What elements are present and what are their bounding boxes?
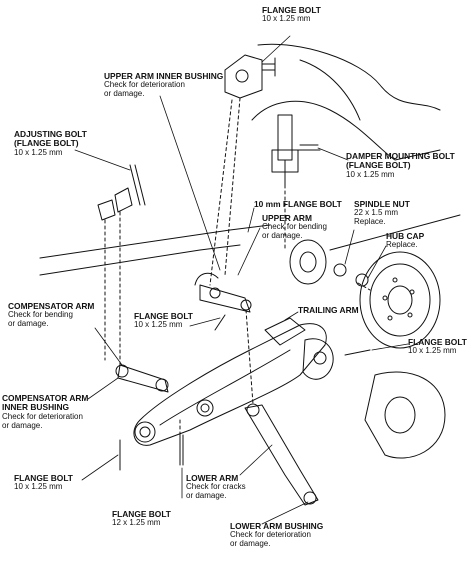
upper-arm-shape <box>194 272 252 313</box>
label-compensator-arm: COMPENSATOR ARM Check for bending or dam… <box>8 301 95 329</box>
label-trailing-arm: TRAILING ARM <box>298 305 359 315</box>
label-lower-arm-bushing: LOWER ARM BUSHING Check for deterioratio… <box>230 521 324 549</box>
label-title: DAMPER MOUNTING BOLT <box>346 151 455 161</box>
bolt-glyphs <box>119 314 371 471</box>
label-line: Replace. <box>386 240 418 250</box>
trailing-arm-shape <box>133 317 327 446</box>
knuckle <box>302 338 334 380</box>
label-hub-cap: HUB CAP Replace. <box>386 231 425 250</box>
label-flange-bolt-mid: FLANGE BOLT 10 x 1.25 mm <box>134 311 193 330</box>
backing-plate <box>364 371 446 459</box>
label-line: INNER BUSHING <box>2 402 70 413</box>
label-line: Check for cracks <box>186 482 246 492</box>
label-line: or damage. <box>8 319 49 329</box>
label-line: 10 x 1.25 mm <box>14 482 63 492</box>
label-line: 22 x 1.5 mm <box>354 208 399 218</box>
label-damper-mounting-bolt: DAMPER MOUNTING BOLT (FLANGE BOLT) 10 x … <box>346 151 455 180</box>
compensator-arm-shape <box>115 364 169 393</box>
label-title: FLANGE BOLT <box>262 5 321 15</box>
body-panel-outline <box>39 43 461 276</box>
label-adjusting-bolt: ADJUSTING BOLT (FLANGE BOLT) 10 x 1.25 m… <box>14 129 87 158</box>
label-line: or damage. <box>230 539 271 549</box>
damper-assembly <box>271 114 321 186</box>
label-flange-bolt-right: FLANGE BOLT 10 x 1.25 mm <box>408 337 467 356</box>
label-flange-bolt-top: FLANGE BOLT 10 x 1.25 mm <box>262 5 321 24</box>
label-title: COMPENSATOR ARM <box>8 301 95 311</box>
label-line: 10 x 1.25 mm <box>346 169 395 179</box>
label-line: (FLANGE BOLT) <box>346 160 411 171</box>
label-flange-bolt-bottom-left: FLANGE BOLT 10 x 1.25 mm <box>14 473 73 492</box>
label-title: LOWER ARM BUSHING <box>230 521 324 531</box>
label-upper-arm-inner-bushing: UPPER ARM INNER BUSHING Check for deteri… <box>104 71 224 99</box>
label-line: (FLANGE BOLT) <box>14 138 79 149</box>
label-title: UPPER ARM <box>262 213 312 223</box>
leader-lines <box>74 35 409 525</box>
label-upper-arm: UPPER ARM Check for bending or damage. <box>262 213 327 241</box>
label-line: 10 x 1.25 mm <box>262 14 311 24</box>
upper-mount-bracket <box>224 54 276 99</box>
label-line: 10 x 1.25 mm <box>134 320 183 330</box>
label-flange-bolt-bottom: FLANGE BOLT 12 x 1.25 mm <box>112 509 171 528</box>
label-line: or damage. <box>2 420 43 430</box>
label-title: FLANGE BOLT <box>112 509 171 519</box>
label-line: Replace. <box>354 217 386 227</box>
assembly-guide-lines <box>104 97 371 436</box>
label-title: ADJUSTING BOLT <box>14 129 87 139</box>
label-title: SPINDLE NUT <box>354 199 410 209</box>
label-spindle-nut: SPINDLE NUT 22 x 1.5 mm Replace. <box>354 199 410 227</box>
label-line: or damage. <box>186 491 227 501</box>
label-title: LOWER ARM <box>186 473 239 483</box>
label-10mm-flange-bolt: 10 mm FLANGE BOLT <box>254 199 342 209</box>
label-title: FLANGE BOLT <box>134 311 193 321</box>
brake-disc <box>359 251 441 349</box>
label-line: Check for deterioration <box>104 80 185 90</box>
lower-arm-shape <box>244 403 319 506</box>
label-line: Check for bending <box>262 222 327 232</box>
label-line: Check for deterioration <box>2 411 83 421</box>
label-title: UPPER ARM INNER BUSHING <box>104 71 224 81</box>
label-line: 12 x 1.25 mm <box>112 518 161 528</box>
adjusting-bolt-assembly <box>97 164 146 221</box>
wheel-hub <box>289 239 369 287</box>
label-title: FLANGE BOLT <box>14 473 73 483</box>
label-line: or damage. <box>104 89 145 99</box>
label-title: HUB CAP <box>386 231 425 241</box>
label-line: or damage. <box>262 231 303 241</box>
label-title: FLANGE BOLT <box>408 337 467 347</box>
label-line: Check for deterioration <box>230 530 311 540</box>
label-line: Check for bending <box>8 310 73 320</box>
label-title: TRAILING ARM <box>298 305 359 315</box>
label-title: 10 mm FLANGE BOLT <box>254 199 342 209</box>
label-line: 10 x 1.25 mm <box>408 346 457 356</box>
label-compensator-arm-inner-bushing: COMPENSATOR ARM INNER BUSHING Check for … <box>2 393 89 431</box>
label-line: 10 x 1.25 mm <box>14 147 63 157</box>
label-lower-arm: LOWER ARM Check for cracks or damage. <box>186 473 246 501</box>
label-title: COMPENSATOR ARM <box>2 393 89 403</box>
